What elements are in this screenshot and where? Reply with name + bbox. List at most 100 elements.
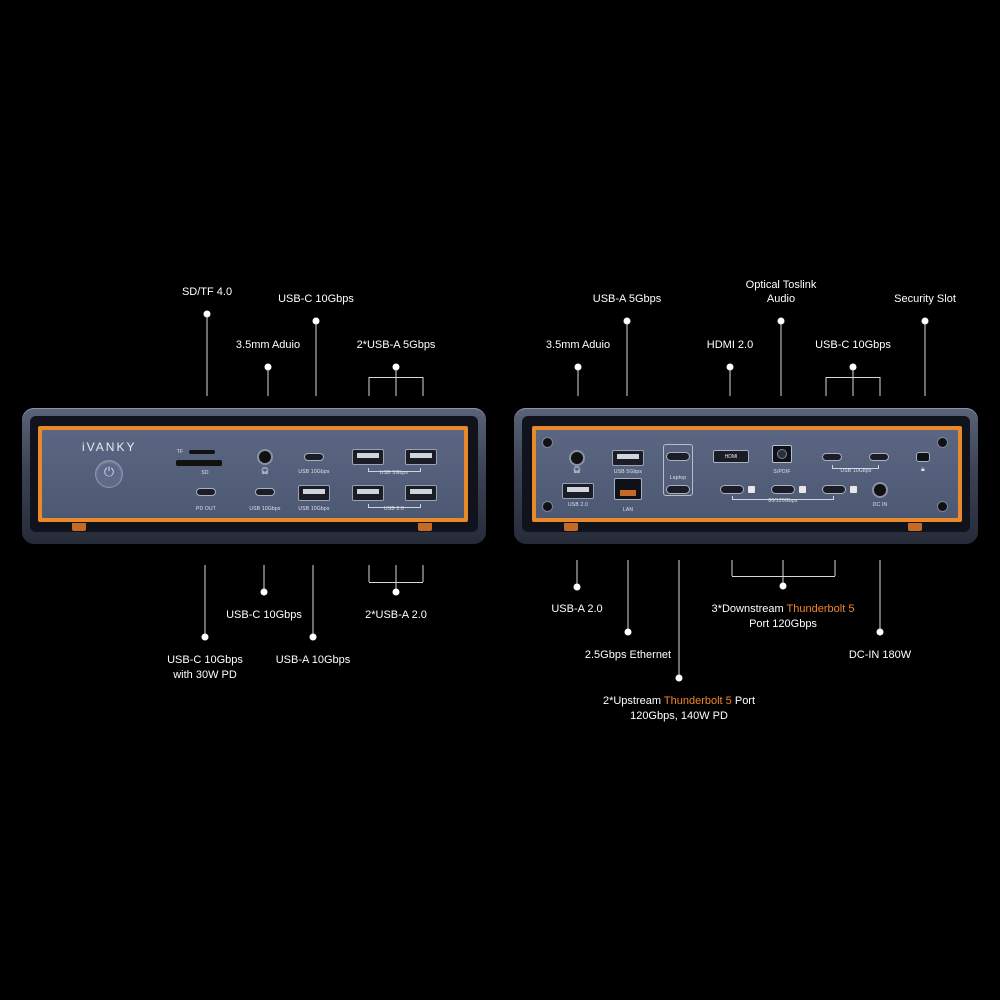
line-ethernet	[627, 560, 629, 630]
lan-port[interactable]	[614, 478, 642, 500]
front-usb5-bracket	[368, 468, 421, 472]
callout-usbc10-bottom: USB-C 10Gbps	[226, 609, 302, 621]
callout-downstream-l1: 3*Downstream Thunderbolt 5	[712, 602, 855, 617]
hdmi-port[interactable]: HDMI	[713, 450, 749, 463]
upstream-post: Port	[731, 695, 756, 707]
upstream-pre: 2*Upstream	[602, 695, 664, 707]
spdif-mark: S/PDIF	[773, 469, 791, 475]
tb-icon-2	[799, 486, 806, 493]
security-slot[interactable]	[916, 452, 930, 462]
bracket-front-usba5-m	[395, 369, 397, 396]
front-usba10-port[interactable]	[298, 485, 330, 501]
rear-foot-left	[564, 523, 578, 531]
bracket-rear-usbc10-l	[825, 377, 827, 396]
upstream-tb-port-2[interactable]	[666, 485, 690, 494]
line-rear-usba5	[626, 323, 628, 396]
line-usbc10-top	[315, 323, 317, 396]
callout-optical-l2: Audio	[766, 293, 796, 305]
dot-usba10	[309, 633, 317, 641]
callout-ethernet: 2.5Gbps Ethernet	[584, 649, 672, 661]
callout-hdmi: HDMI 2.0	[706, 339, 754, 351]
dot-security	[921, 317, 929, 325]
bracket-front-usba20-m	[395, 565, 397, 590]
callout-rear-usbc10: USB-C 10Gbps	[815, 339, 891, 351]
front-usbc-bottom-port[interactable]	[255, 488, 275, 496]
front-usba5-port-2[interactable]	[405, 449, 437, 465]
bracket-rear-usbc10-r	[879, 377, 881, 396]
rear-headphone-icon: 🎧︎	[572, 467, 582, 474]
rear-panel-frame	[532, 426, 962, 522]
callout-dcin: DC-IN 180W	[848, 649, 912, 661]
downstream-tb-port-3[interactable]	[822, 485, 846, 494]
rear-usb10-mark: USB 10Gbps	[840, 468, 872, 474]
line-rear-usba20	[576, 560, 578, 585]
optical-port[interactable]	[772, 445, 792, 463]
dot-ethernet	[624, 628, 632, 636]
front-usba5-port-1[interactable]	[352, 449, 384, 465]
dc-in-port[interactable]	[874, 484, 886, 496]
bracket-front-usba5-l	[368, 377, 370, 396]
line-usba10	[312, 565, 314, 635]
front-usba20-port-1[interactable]	[352, 485, 384, 501]
line-hdmi	[729, 369, 731, 396]
rear-usbc10-port-2[interactable]	[869, 453, 889, 461]
tb-bracket	[732, 496, 834, 500]
dot-front-usba20	[392, 588, 400, 596]
callout-rear-usba20: USB-A 2.0	[551, 603, 603, 615]
downstream-highlight: Thunderbolt 5	[786, 603, 855, 615]
power-button[interactable]	[96, 461, 122, 487]
rear-usb20-mark: USB 2.0	[567, 502, 589, 508]
front-usbc-bottom-mark: USB 10Gbps	[249, 506, 281, 512]
bracket-downstream-r	[834, 560, 836, 576]
front-usb5-mark: USB 5Gbps	[379, 470, 409, 476]
hdmi-logo: HDMI	[724, 454, 738, 460]
front-usbc-pd-port[interactable]	[196, 488, 216, 496]
headphone-icon: 🎧︎	[260, 468, 270, 475]
dot-usbc10-top	[312, 317, 320, 325]
rear-usbc10-port-1[interactable]	[822, 453, 842, 461]
bracket-downstream-m	[782, 560, 784, 584]
tf-card-slot[interactable]	[189, 450, 215, 454]
front-usba20-port-2[interactable]	[405, 485, 437, 501]
line-upstream	[678, 560, 680, 676]
front-usbc-top-port[interactable]	[304, 453, 324, 461]
callout-front-usba5: 2*USB-A 5Gbps	[356, 339, 436, 351]
tb-icon-1	[748, 486, 755, 493]
front-usba10-mark: USB 10Gbps	[298, 506, 330, 512]
front-foot-left	[72, 523, 86, 531]
front-audio-jack[interactable]	[259, 451, 271, 463]
downstream-tb-port-2[interactable]	[771, 485, 795, 494]
lan-mark: LAN	[622, 507, 634, 513]
callout-usbc-pd-l2: with 30W PD	[173, 669, 237, 681]
dot-usbc10-bottom	[260, 588, 268, 596]
laptop-mark: Laptop	[669, 475, 687, 481]
callout-rear-audio: 3.5mm Aduio	[545, 339, 611, 351]
rear-audio-jack[interactable]	[571, 452, 583, 464]
dot-dcin	[876, 628, 884, 636]
line-sdtf	[206, 316, 208, 396]
dot-rear-usba20	[573, 583, 581, 591]
rear-usba20-port[interactable]	[562, 483, 594, 499]
line-usbc-pd	[204, 565, 206, 635]
dot-rear-usba5	[623, 317, 631, 325]
pd-out-mark: PD OUT	[195, 506, 217, 512]
sd-card-slot[interactable]	[176, 460, 222, 466]
rear-usba5-port[interactable]	[612, 450, 644, 466]
front-usbc-top-mark: USB 10Gbps	[298, 469, 330, 475]
screw-br	[938, 502, 947, 511]
upstream-tb-port-1[interactable]	[666, 452, 690, 461]
dot-upstream	[675, 674, 683, 682]
dot-front-audio	[264, 363, 272, 371]
downstream-tb-port-1[interactable]	[720, 485, 744, 494]
front-usb20-mark: USB 2.0	[383, 506, 405, 512]
bracket-front-usba20-l	[368, 565, 370, 582]
downstream-pre: 3*Downstream	[711, 603, 787, 615]
callout-usba10: USB-A 10Gbps	[275, 654, 351, 666]
tf-mark: TF	[176, 449, 184, 455]
sd-mark: SD	[201, 470, 209, 476]
rear-foot-right	[908, 523, 922, 531]
callout-security: Security Slot	[894, 293, 956, 305]
dot-downstream	[779, 582, 787, 590]
line-usbc10-bottom	[263, 565, 265, 590]
